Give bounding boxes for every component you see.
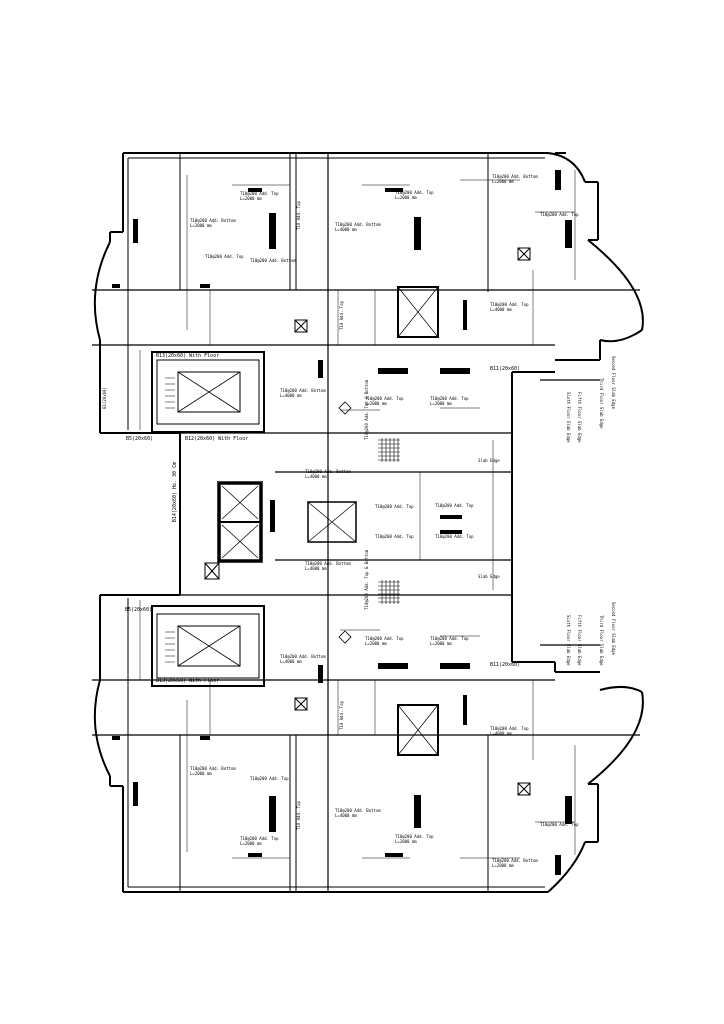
rebar-note: T10@200 Add. Top [490,302,529,307]
edge-note-second: Second Floor Slab Edge [611,356,616,410]
columns [112,170,572,875]
rebar-note: T10@200 Add. Bottom [190,766,236,771]
rebar-note: T10@200 Add. Top [375,504,414,509]
rebar-note: T10@200 Add. Bottom [190,218,236,223]
beam-label-b12: B12(20x60) With Floor [185,436,248,442]
rebar-note: T10 Add. Top [339,301,344,330]
rebar-note: T10@200 Add. Top & Bottom [364,379,369,440]
edge-note-fifth: Fifth Floor Slab Edge [577,615,582,666]
rebar-note: L=2000 mm [190,771,212,776]
rebar-note: T10@200 Add. Bottom [305,469,351,474]
rebar-note: L=4000 mm [280,393,302,398]
mesh-top [378,438,400,462]
section-markers [338,401,352,644]
rebar-note: T10@200 Add. Top [395,834,434,839]
edge-note-sixth: Sixth Floor Slab Edge [566,615,571,666]
edge-note-third: Third Floor Slab Edge [599,615,604,666]
rebar-note: L=2000 mm [395,839,417,844]
rebar-note: L=2000 mm [430,401,452,406]
rebar-note: T10@200 Add. Top [435,534,474,539]
rebar-note: T10@200 Add. Bottom [280,654,326,659]
rebar-note: T10@200 Add. Bottom [492,174,538,179]
rebar-note: T10@200 Add. Top [430,636,469,641]
rebar-note: T10@200 Add. Top [540,822,579,827]
rebar-note: L=2000 mm [492,863,514,868]
rebar-note: T10@200 Add. Top [205,254,244,259]
beam-label-b5-top: B5(20x60) [126,436,153,442]
rebar-note: T10@200 Add. Bottom [492,858,538,863]
beam-label-b1-side: B1(20x60) [102,387,107,409]
stair-core-top [151,351,265,433]
slab-edge-notes: Sixth Floor Slab Edge Fifth Floor Slab E… [566,356,616,666]
rebar-note: L=2000 mm [240,841,262,846]
rebar-note: T10 Add. Top [296,801,301,830]
rebar-notes: T10@200 Add. Top L=2000 mm T10@200 Add. … [190,174,579,868]
rebar-note: T10@200 Add. Top [365,396,404,401]
rebar-note: T10 Add. Top [339,701,344,730]
rebar-note: T10@200 Add. Top [375,534,414,539]
rebar-note: T10@200 Add. Bottom [250,258,296,263]
rebar-note: L=4000 mm [305,566,327,571]
lift-shaft-center [217,481,263,563]
rebar-note: T10@200 Add. Top [240,191,279,196]
beam-label-b11-bottom: B11(20x60) [490,662,520,668]
small-openings [204,247,531,796]
rebar-note: T10@200 Add. Top [240,836,279,841]
edge-note-second: Second Floor Slab Edge [611,602,616,656]
rebar-note: T10@200 Add. Top [365,636,404,641]
rebar-note: T10 Add. Top [296,201,301,230]
rebar-note: L=4000 mm [335,227,357,232]
rebar-note: L=2000 mm [492,179,514,184]
beam-label-b14: B14(20x60) Ho. 30 Cm [172,462,178,522]
beam-label-b13-top: B13(20x60) With Floor [156,353,219,359]
rebar-note: T10@200 Add. Top [435,503,474,508]
rebar-note: T10@200 Add. Bottom [305,561,351,566]
rebar-note: T10@200 Add. Bottom [280,388,326,393]
rebar-note: T10@200 Add. Bottom [335,222,381,227]
outer-boundary [93,152,644,893]
rebar-note: L=2000 mm [430,641,452,646]
edge-note-third: Third Floor Slab Edge [599,378,604,429]
opening-middle [307,501,357,543]
rebar-note: T10@200 Add. Top [540,212,579,217]
rebar-note: T10@200 Add. Bottom [335,808,381,813]
rebar-note: T10@200 Add. Top [395,190,434,195]
rebar-note: L=2000 mm [365,401,387,406]
rebar-note: L=4000 mm [490,307,512,312]
beam-labels: B13(20x60) With Floor B12(20x60) With Fl… [102,353,520,684]
rebar-note: T10@200 Add. Top & Bottom [364,549,369,610]
beam-label-b5-bottom: B5(20x60) [125,607,152,613]
rebar-note: Slab Edge [478,458,500,463]
mesh-bottom [378,580,400,604]
edge-note-fifth: Fifth Floor Slab Edge [577,392,582,443]
rebar-note: T10@200 Add. Top [490,726,529,731]
rebar-note: L=4000 mm [280,659,302,664]
opening-top [397,286,439,338]
rebar-note: L=4000 mm [305,474,327,479]
beam-label-b13-bottom: B13(20x60) With Floor [156,678,219,684]
rebar-guides [139,170,576,859]
rebar-note: L=4000 mm [335,813,357,818]
rebar-note: L=2000 mm [240,196,262,201]
beam-label-b11-top: B11(20x60) [490,366,520,372]
opening-bottom [397,704,439,756]
rebar-note: L=2000 mm [190,223,212,228]
inner-walls [127,153,545,892]
rebar-note: T10@200 Add. Top [430,396,469,401]
rebar-note: Slab Edge [478,574,500,579]
stair-core-bottom [151,605,265,687]
rebar-note: L=2000 mm [395,195,417,200]
rebar-note: L=2000 mm [365,641,387,646]
rebar-note: L=4000 mm [490,731,512,736]
edge-note-sixth: Sixth Floor Slab Edge [566,392,571,443]
rebar-note: T10@200 Add. Top [250,776,289,781]
